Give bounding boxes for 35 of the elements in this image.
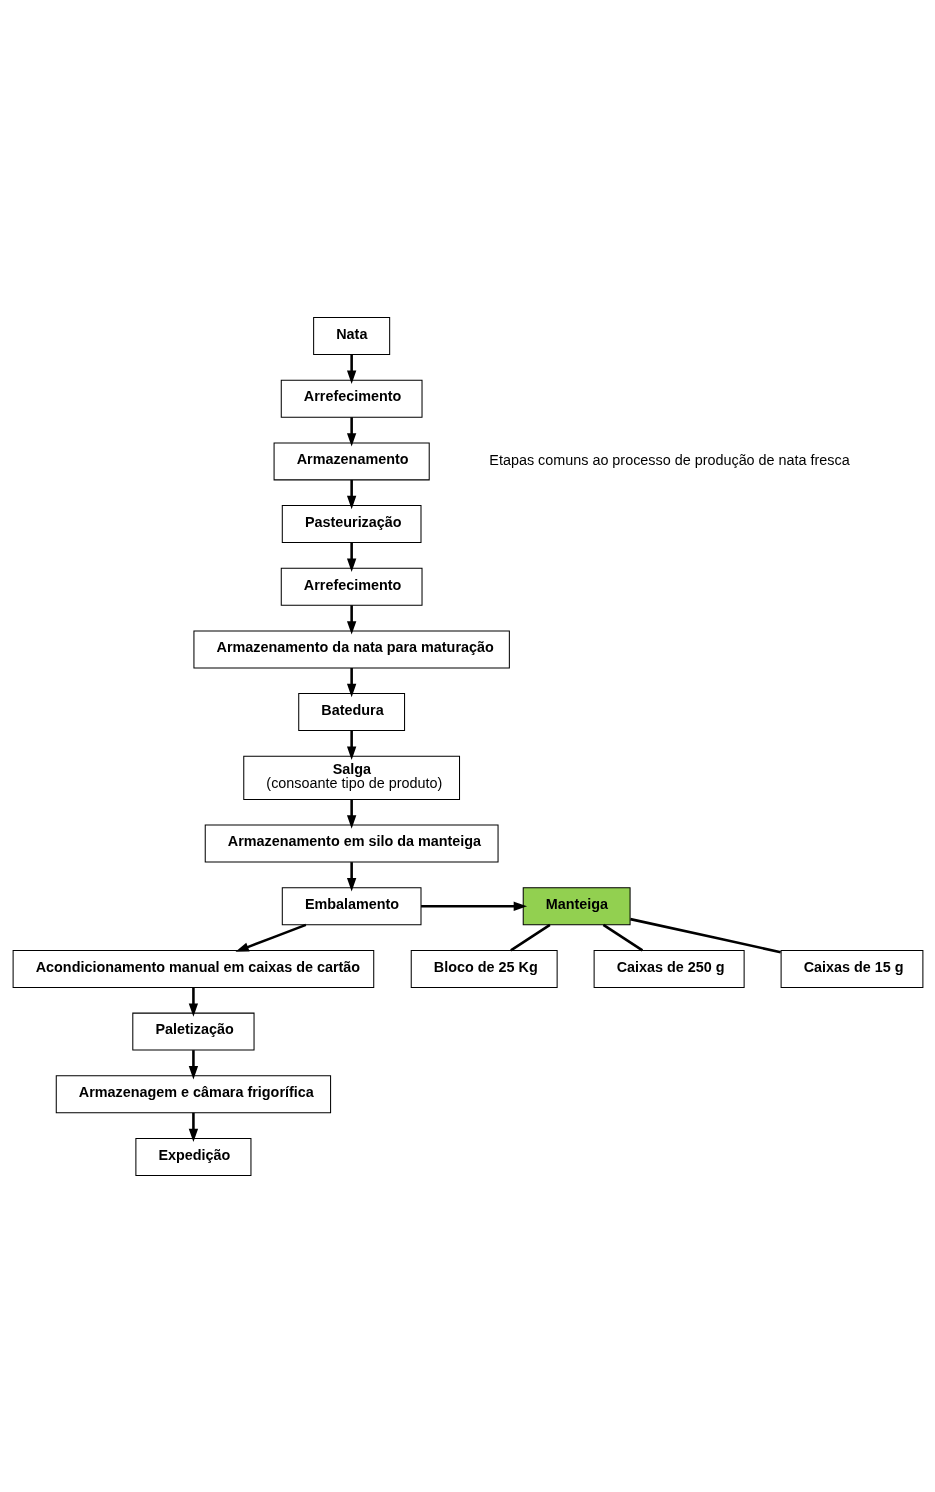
node-box: Bloco de 25 Kg xyxy=(410,949,558,988)
arrow xyxy=(346,542,356,572)
node-box: Nata xyxy=(312,316,390,355)
arrow xyxy=(420,901,527,911)
label: Etapas comuns ao processo de produção de nata fresca xyxy=(488,451,850,468)
arrow xyxy=(346,730,356,760)
connector xyxy=(602,923,643,951)
arrow xyxy=(188,987,198,1017)
node-box: Acondicionamento manual em caixas de cartão xyxy=(12,949,374,988)
node-box: Paletização xyxy=(131,1012,255,1051)
arrow xyxy=(346,799,356,829)
arrow xyxy=(346,604,356,635)
arrow xyxy=(188,1049,198,1079)
node-box: Manteiga xyxy=(522,886,631,925)
arrow xyxy=(346,354,356,384)
node-box: Expedição xyxy=(134,1137,251,1176)
node-box: Armazenamento xyxy=(273,441,430,480)
arrow xyxy=(346,861,356,891)
node-box: Armazenamento da nata para maturação xyxy=(192,629,510,668)
arrow xyxy=(346,416,356,447)
arrow xyxy=(188,1112,198,1142)
connector xyxy=(629,917,781,953)
node-box: Pasteurização xyxy=(281,504,421,543)
node-box: Batedura xyxy=(297,692,405,731)
node-box: Armazenagem e câmara frigorífica xyxy=(55,1074,331,1113)
node-box: Salga (consoante tipo de produto) xyxy=(242,755,460,800)
arrow xyxy=(346,667,356,697)
arrow xyxy=(346,479,356,509)
node-box: Arrefecimento xyxy=(280,567,423,606)
node-box: Armazenamento em silo da manteiga xyxy=(204,824,499,863)
arrow xyxy=(234,923,306,952)
node-box: Embalamento xyxy=(281,886,421,925)
node-box: Caixas de 15 g xyxy=(780,949,923,988)
node-box: Arrefecimento xyxy=(280,379,423,418)
node-box: Caixas de 250 g xyxy=(593,949,745,988)
